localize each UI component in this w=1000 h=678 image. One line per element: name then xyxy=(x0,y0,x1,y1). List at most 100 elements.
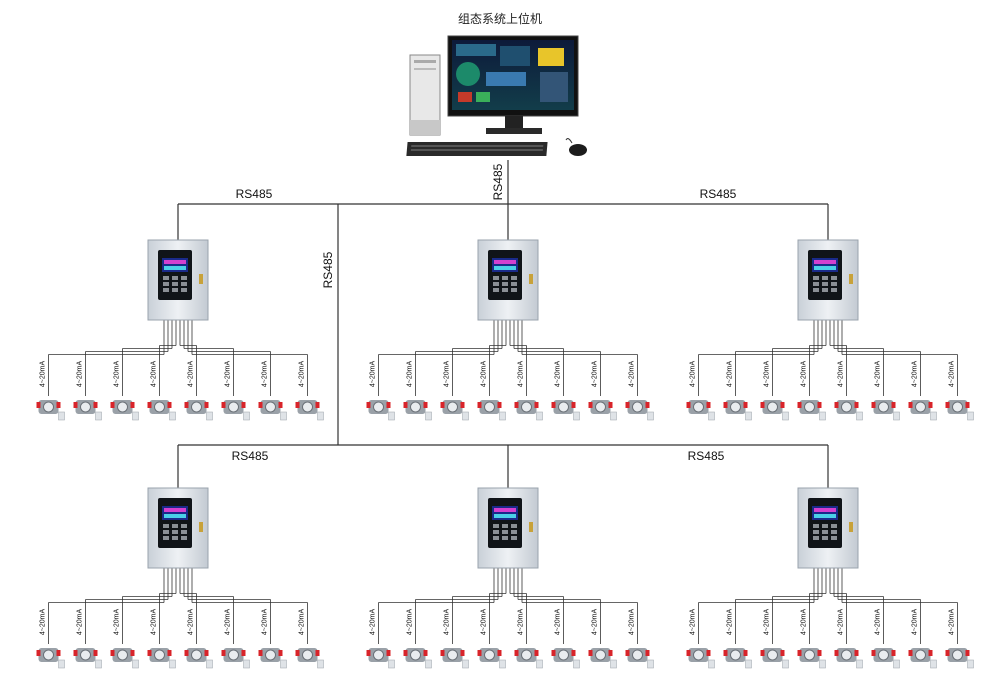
detector-light xyxy=(403,650,408,656)
cabinet-key xyxy=(493,288,499,292)
page-title: 组态系统上位机 xyxy=(457,12,542,26)
monitor-icon xyxy=(447,35,579,134)
gas-detector-icon xyxy=(588,648,617,669)
detector-light xyxy=(534,402,539,408)
detector-light xyxy=(571,402,576,408)
gas-detector-icon xyxy=(36,400,65,421)
detector-face xyxy=(302,401,313,413)
detector-light xyxy=(588,402,593,408)
cabinet-key xyxy=(163,530,169,534)
detector-light xyxy=(551,402,556,408)
detector-light xyxy=(760,650,765,656)
gas-detector-icon xyxy=(834,400,863,421)
signal-label: 4~20mA xyxy=(444,609,451,636)
detector-light xyxy=(56,402,61,408)
gas-detector-icon xyxy=(514,400,543,421)
detector-group xyxy=(36,400,324,421)
cabinet-key xyxy=(822,288,828,292)
detector-probe xyxy=(708,411,715,421)
detector-probe xyxy=(647,411,654,421)
cabinet-key xyxy=(813,536,819,540)
screen-bar xyxy=(164,266,186,270)
detector-light xyxy=(184,650,189,656)
detector-face xyxy=(595,401,606,413)
controller-cabinet-icon xyxy=(797,239,859,321)
cabinet-key xyxy=(831,524,837,528)
signal-label: 4~20mA xyxy=(262,609,269,636)
screen-bar xyxy=(164,514,186,518)
signal-label: 4~20mA xyxy=(407,609,414,636)
cabinet-key xyxy=(163,536,169,540)
detector-face xyxy=(117,401,128,413)
signal-label: 4~20mA xyxy=(690,609,697,636)
cabinet-lock xyxy=(529,522,533,532)
cabinet-key xyxy=(493,536,499,540)
detector-face xyxy=(730,401,741,413)
detector-probe xyxy=(819,659,826,669)
gas-detector-icon xyxy=(723,648,752,669)
cabinet-key xyxy=(172,536,178,540)
signal-label: 4~20mA xyxy=(151,361,158,388)
gas-detector-icon xyxy=(295,400,324,421)
cabinet-lock xyxy=(199,522,203,532)
cabinet-key xyxy=(502,536,508,540)
signal-label: 4~20mA xyxy=(801,361,808,388)
detector-light xyxy=(403,402,408,408)
detector-probe xyxy=(95,411,102,421)
bus-lines xyxy=(48,160,958,644)
signal-label: 4~20mA xyxy=(370,361,377,388)
controller-cabinet-icon xyxy=(477,239,539,321)
detector-light xyxy=(514,402,519,408)
cabinet-key xyxy=(511,282,517,286)
signal-label: 4~20mA xyxy=(444,361,451,388)
signal-label: 4~20mA xyxy=(555,361,562,388)
cabinet-lock xyxy=(849,274,853,284)
signal-label: 4~20mA xyxy=(370,609,377,636)
detector-light xyxy=(817,650,822,656)
detector-face xyxy=(447,401,458,413)
detector-light xyxy=(73,402,78,408)
signal-label: 4~20mA xyxy=(629,361,636,388)
gas-detector-icon xyxy=(403,400,432,421)
cabinet-panel xyxy=(808,498,842,548)
cabinet-lock xyxy=(849,522,853,532)
signal-label: 4~20mA xyxy=(592,361,599,388)
detector-light xyxy=(797,650,802,656)
signal-label: 4~20mA xyxy=(481,609,488,636)
detector-light xyxy=(366,402,371,408)
detector-light xyxy=(221,402,226,408)
detector-light xyxy=(743,402,748,408)
detector-light xyxy=(221,650,226,656)
detector-probe xyxy=(58,411,65,421)
detector-probe xyxy=(388,659,395,669)
detector-light xyxy=(871,650,876,656)
detector-face xyxy=(191,401,202,413)
detector-probe xyxy=(782,659,789,669)
signal-label: 4~20mA xyxy=(875,609,882,636)
signal-label: 4~20mA xyxy=(592,609,599,636)
gas-detector-icon xyxy=(797,400,826,421)
cabinet-key xyxy=(181,282,187,286)
signal-label: 4~20mA xyxy=(555,609,562,636)
detector-probe xyxy=(169,411,176,421)
gas-detector-icon xyxy=(871,400,900,421)
detector-light xyxy=(93,650,98,656)
cabinet-key xyxy=(813,288,819,292)
detector-light xyxy=(608,650,613,656)
detector-light xyxy=(780,402,785,408)
detector-light xyxy=(241,650,246,656)
detector-probe xyxy=(132,411,139,421)
detector-face xyxy=(43,649,54,661)
cabinet-key xyxy=(493,524,499,528)
cabinet-key xyxy=(163,524,169,528)
signal-label: 4~20mA xyxy=(299,609,306,636)
gas-detector-icon xyxy=(440,400,469,421)
detector-probe xyxy=(95,659,102,669)
detector-probe xyxy=(573,659,580,669)
controller-cabinet-icon xyxy=(147,487,209,569)
detector-face xyxy=(117,649,128,661)
detector-light xyxy=(723,650,728,656)
signal-label: 4~20mA xyxy=(77,361,84,388)
detector-probe xyxy=(745,411,752,421)
detector-light xyxy=(908,650,913,656)
